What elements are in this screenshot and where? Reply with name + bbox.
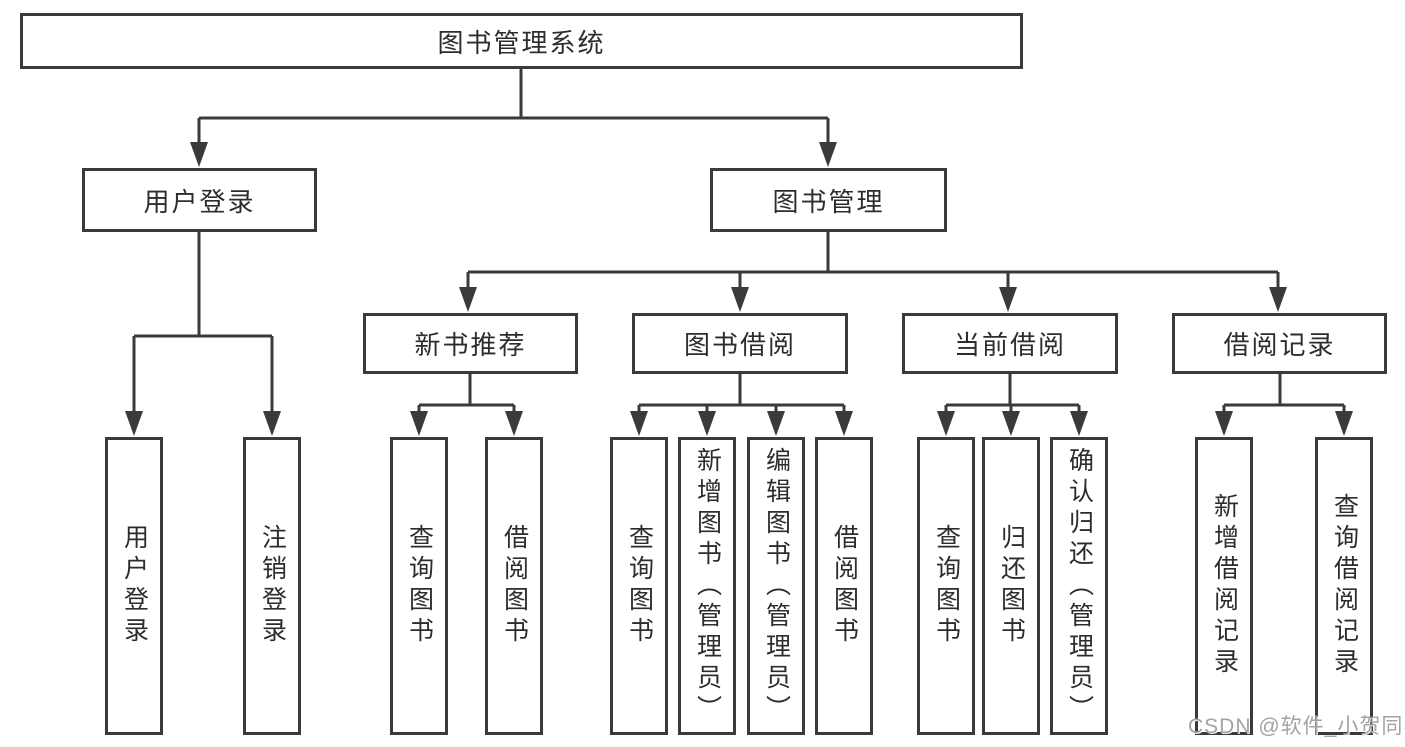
node-book-management: 图书管理 — [710, 168, 947, 232]
node-borrow-records: 借阅记录 — [1172, 313, 1387, 374]
leaf-borrow-books: 借阅图书 — [815, 437, 873, 735]
watermark: CSDN @软件_小贺同学 — [1188, 715, 1405, 738]
node-book-borrow: 图书借阅 — [632, 313, 848, 374]
leaf-edit-book-admin: 编辑图书（管理员） — [747, 437, 805, 735]
leaf-query-borrow-record: 查询借阅记录 — [1315, 437, 1373, 735]
node-new-book-recommend: 新书推荐 — [363, 313, 578, 374]
leaf-add-book-admin: 新增图书（管理员） — [678, 437, 736, 735]
leaf-add-borrow-record: 新增借阅记录 — [1195, 437, 1253, 735]
node-current-borrow: 当前借阅 — [902, 313, 1118, 374]
leaf-logout: 注销登录 — [243, 437, 301, 735]
node-user-login: 用户登录 — [82, 168, 317, 232]
leaf-query-books-current: 查询图书 — [917, 437, 975, 735]
leaf-return-books: 归还图书 — [982, 437, 1040, 735]
leaf-borrow-books-recommend: 借阅图书 — [485, 437, 543, 735]
leaf-confirm-return-admin: 确认归还（管理员） — [1050, 437, 1108, 735]
leaf-user-login: 用户登录 — [105, 437, 163, 735]
leaf-query-books-borrow: 查询图书 — [610, 437, 668, 735]
leaf-query-books-recommend: 查询图书 — [390, 437, 448, 735]
node-library-management-system: 图书管理系统 — [20, 13, 1023, 69]
